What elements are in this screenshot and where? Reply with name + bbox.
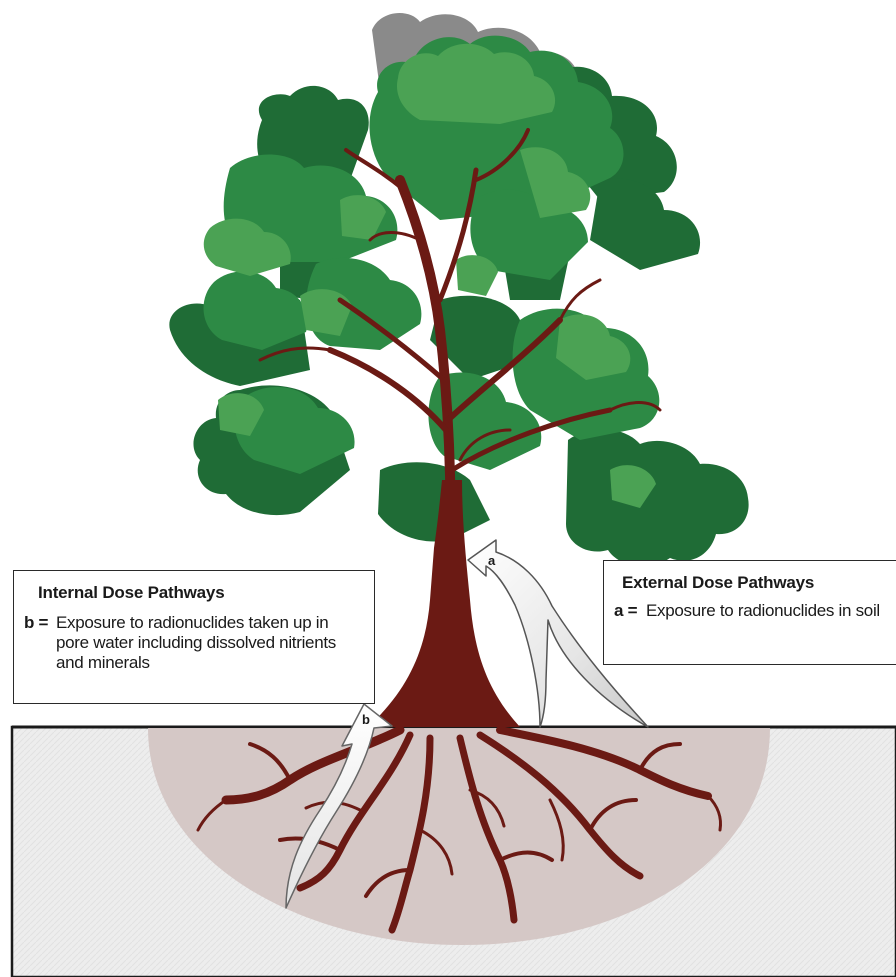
arrow-a-label: a bbox=[488, 553, 496, 568]
arrow-a: a bbox=[467, 539, 649, 728]
external-dose-key: a = bbox=[614, 601, 638, 620]
internal-dose-legend: Internal Dose Pathways b = Exposure to r… bbox=[13, 570, 375, 704]
internal-dose-title: Internal Dose Pathways bbox=[38, 583, 225, 602]
arrow-b: b bbox=[285, 703, 393, 909]
arrow-b-label: b bbox=[362, 712, 370, 727]
canopy-light bbox=[203, 43, 656, 508]
tree-trunk bbox=[368, 480, 520, 727]
tree-roots bbox=[196, 725, 722, 934]
external-dose-row: a = Exposure to radionuclides in soil bbox=[614, 601, 888, 621]
internal-dose-key: b = bbox=[24, 613, 49, 632]
root-zone bbox=[148, 728, 770, 945]
internal-dose-description: Exposure to radionuclides taken up in po… bbox=[56, 613, 336, 672]
external-dose-legend: External Dose Pathways a = Exposure to r… bbox=[603, 560, 896, 665]
external-dose-description: Exposure to radionuclides in soil bbox=[646, 601, 880, 620]
internal-dose-row: b = Exposure to radionuclides taken up i… bbox=[24, 613, 364, 673]
external-dose-title: External Dose Pathways bbox=[622, 573, 815, 592]
